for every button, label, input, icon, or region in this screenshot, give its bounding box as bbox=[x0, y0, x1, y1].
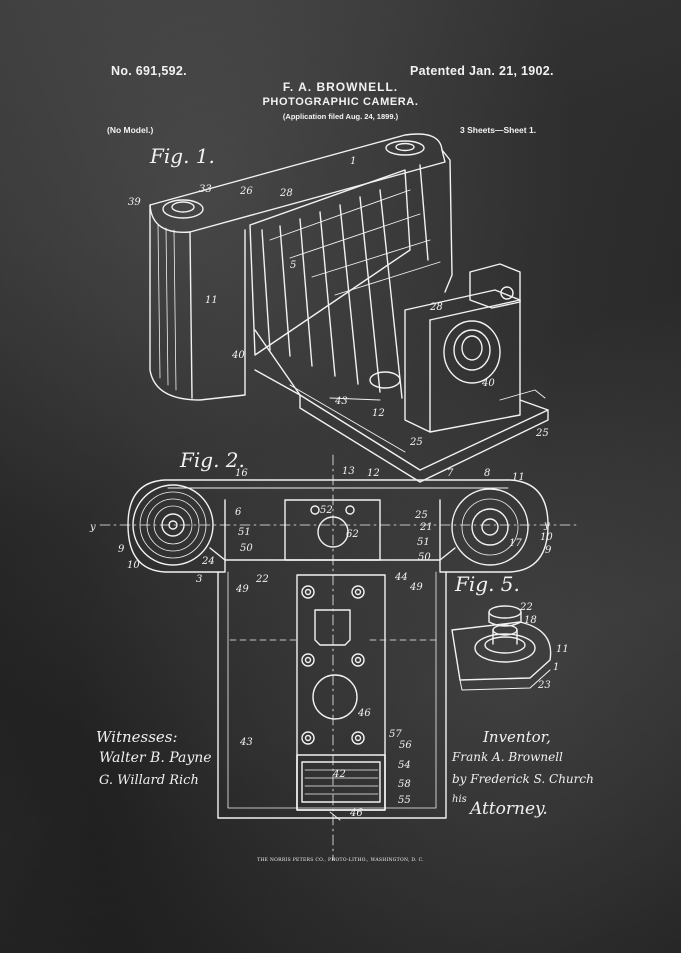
fig2-numeral: y bbox=[89, 522, 96, 533]
fig1-numeral: 25 bbox=[535, 428, 549, 439]
fig1-numeral: 39 bbox=[128, 197, 141, 208]
fig1-numeral: 40 bbox=[481, 378, 495, 389]
inventor-name-header: F. A. BROWNELL. bbox=[282, 80, 399, 94]
fig2-numeral: 46 bbox=[357, 708, 371, 719]
fig1-numeral: 25 bbox=[409, 437, 423, 448]
fig2-numeral: 24 bbox=[201, 556, 215, 567]
fig5-numeral: 23 bbox=[537, 680, 551, 691]
fig2-numeral: 57 bbox=[389, 729, 402, 740]
fig1-numeral: 11 bbox=[205, 295, 218, 306]
fig2-numeral: 49 bbox=[235, 584, 249, 595]
fig2-numeral: 51 bbox=[238, 527, 251, 538]
fig1-numeral: 28 bbox=[429, 302, 443, 313]
fig5-numeral: 1 bbox=[553, 662, 559, 673]
fig2-numeral: y bbox=[543, 520, 550, 531]
fig2-numeral: 7 bbox=[447, 468, 454, 479]
fig2-numeral: 10 bbox=[540, 532, 553, 543]
fig1-numeral: 5 bbox=[290, 260, 296, 271]
fig5-numerals: 22 18 11 1 23 bbox=[519, 602, 569, 691]
fig1-numeral: 12 bbox=[372, 408, 385, 419]
inventor-signature: Frank A. Brownell bbox=[452, 750, 563, 764]
fig2-numeral: 9 bbox=[118, 544, 125, 555]
fig2-numeral: 13 bbox=[342, 466, 355, 477]
patent-number: No. 691,592. bbox=[111, 64, 187, 78]
fig2-numeral: 10 bbox=[127, 560, 140, 571]
fig2-numeral: 46 bbox=[349, 808, 363, 819]
fig2-numeral: 3 bbox=[196, 574, 202, 585]
fig2-numeral: 62 bbox=[346, 529, 359, 540]
fig2-numeral: 55 bbox=[398, 795, 411, 806]
fig2-numeral: 43 bbox=[239, 737, 253, 748]
witnesses-label: Witnesses: bbox=[96, 728, 178, 746]
fig2-numeral: 50 bbox=[240, 543, 253, 554]
fig2-numeral: 6 bbox=[235, 507, 242, 518]
fig1-label: Fig. 1. bbox=[149, 144, 215, 168]
fig2-section-drawing bbox=[99, 454, 581, 861]
his-line: his bbox=[452, 794, 467, 805]
printer-credit: THE NORRIS PETERS CO., PHOTO-LITHO., WAS… bbox=[257, 858, 424, 863]
fig2-numeral: 8 bbox=[484, 468, 490, 479]
fig2-numeral: 21 bbox=[419, 522, 433, 533]
inventor-label: Inventor, bbox=[483, 728, 551, 746]
fig2-numeral: 52 bbox=[320, 505, 333, 516]
fig2-label: Fig. 2. bbox=[179, 448, 245, 472]
fig2-numeral: 22 bbox=[255, 574, 269, 585]
attorney-label: Attorney. bbox=[470, 799, 548, 819]
fig5-numeral: 22 bbox=[519, 602, 533, 613]
fig1-numeral: 40 bbox=[231, 350, 245, 361]
fig2-numeral: 49 bbox=[409, 582, 423, 593]
fig1-numeral: 33 bbox=[199, 184, 212, 195]
fig2-numeral: 12 bbox=[367, 468, 380, 479]
fig2-numeral: 58 bbox=[398, 779, 411, 790]
fig1-numeral: 1 bbox=[350, 156, 356, 167]
fig5-knob-drawing bbox=[451, 605, 552, 691]
fig1-numeral: 26 bbox=[239, 186, 253, 197]
fig2-numeral: 54 bbox=[398, 760, 411, 771]
fig2-numeral: 51 bbox=[417, 537, 430, 548]
fig2-numeral: 25 bbox=[414, 510, 428, 521]
witness-1-signature: Walter B. Payne bbox=[99, 750, 212, 766]
fig1-numeral: 43 bbox=[334, 396, 348, 407]
fig2-numeral: 9 bbox=[545, 545, 552, 556]
fig2-numeral: 42 bbox=[332, 769, 346, 780]
fig2-numerals: 16 13 12 7 8 11 y y 6 51 50 52 62 25 21 … bbox=[89, 466, 553, 819]
fig5-numeral: 18 bbox=[524, 615, 537, 626]
lower-frame-drawing bbox=[217, 571, 447, 821]
fig5-label: Fig. 5. bbox=[454, 572, 520, 596]
attorney-by-line: by Frederick S. Church bbox=[452, 772, 594, 786]
witness-2-signature: G. Willard Rich bbox=[99, 773, 199, 788]
application-filed-note: (Application filed Aug. 24, 1899.) bbox=[282, 112, 399, 121]
fig2-numeral: 16 bbox=[235, 468, 248, 479]
patented-date: Patented Jan. 21, 1902. bbox=[410, 64, 554, 78]
fig2-numeral: 11 bbox=[512, 472, 525, 483]
model-note: (No Model.) bbox=[107, 125, 154, 135]
fig1-numeral: 28 bbox=[279, 188, 293, 199]
fig1-numerals: 1 33 26 39 28 5 11 40 43 12 28 40 25 25 bbox=[128, 156, 549, 448]
fig5-numeral: 11 bbox=[556, 644, 569, 655]
fig2-numeral: 17 bbox=[509, 538, 522, 549]
fig2-numeral: 44 bbox=[394, 572, 408, 583]
fig2-numeral: 50 bbox=[418, 552, 431, 563]
fig1-camera-drawing bbox=[149, 133, 549, 483]
sheet-info: 3 Sheets—Sheet 1. bbox=[460, 125, 537, 135]
patent-title: PHOTOGRAPHIC CAMERA. bbox=[262, 96, 419, 108]
fig2-numeral: 56 bbox=[399, 740, 412, 751]
